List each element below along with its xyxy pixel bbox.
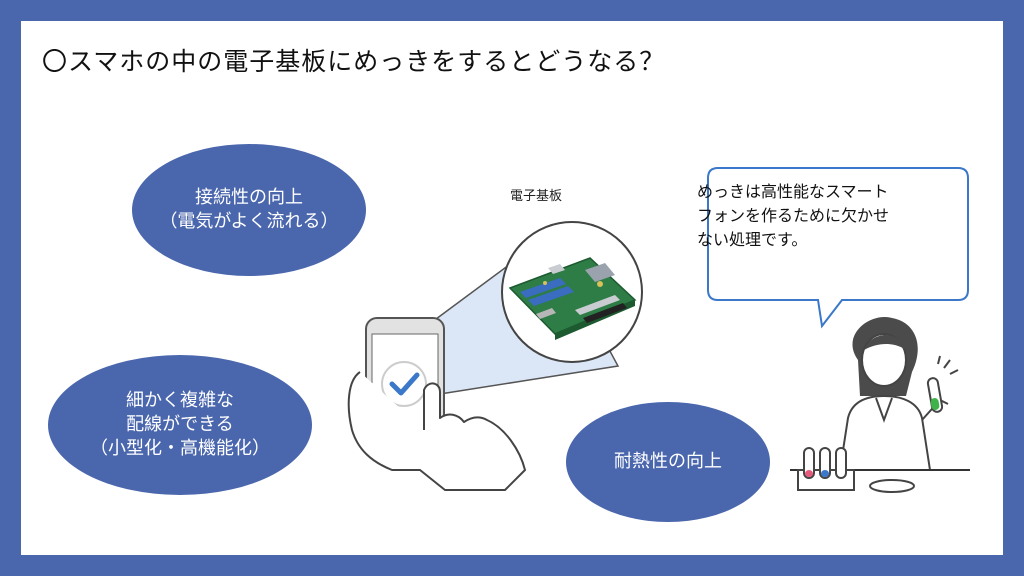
board-label: 電子基板 xyxy=(510,189,563,204)
petri-dish-icon xyxy=(869,479,915,493)
speech-bubble xyxy=(707,167,969,329)
benefit-connectivity-text: 接続性の向上 （電気がよく流れる） xyxy=(159,186,339,232)
benefit-wiring-text: 細かく複雑な 配線ができる （小型化・高機能化） xyxy=(90,389,270,460)
benefit-wiring: 細かく複雑な 配線ができる （小型化・高機能化） xyxy=(48,355,312,495)
check-icon xyxy=(389,372,420,396)
benefit-heat: 耐熱性の向上 xyxy=(566,402,770,522)
test-tube-rack-icon xyxy=(797,447,855,491)
benefit-heat-text: 耐熱性の向上 xyxy=(614,450,722,472)
circuit-board-icon xyxy=(508,257,637,340)
benefit-connectivity: 接続性の向上 （電気がよく流れる） xyxy=(132,144,366,276)
hand-icon xyxy=(347,371,526,491)
scientist-icon xyxy=(838,317,959,471)
page-title: 〇スマホの中の電子基板にめっきをするとどうなる？ xyxy=(42,47,666,76)
speech-text: めっきは高性能なスマート フォンを作るために欠かせ ない処理です。 xyxy=(697,182,890,249)
